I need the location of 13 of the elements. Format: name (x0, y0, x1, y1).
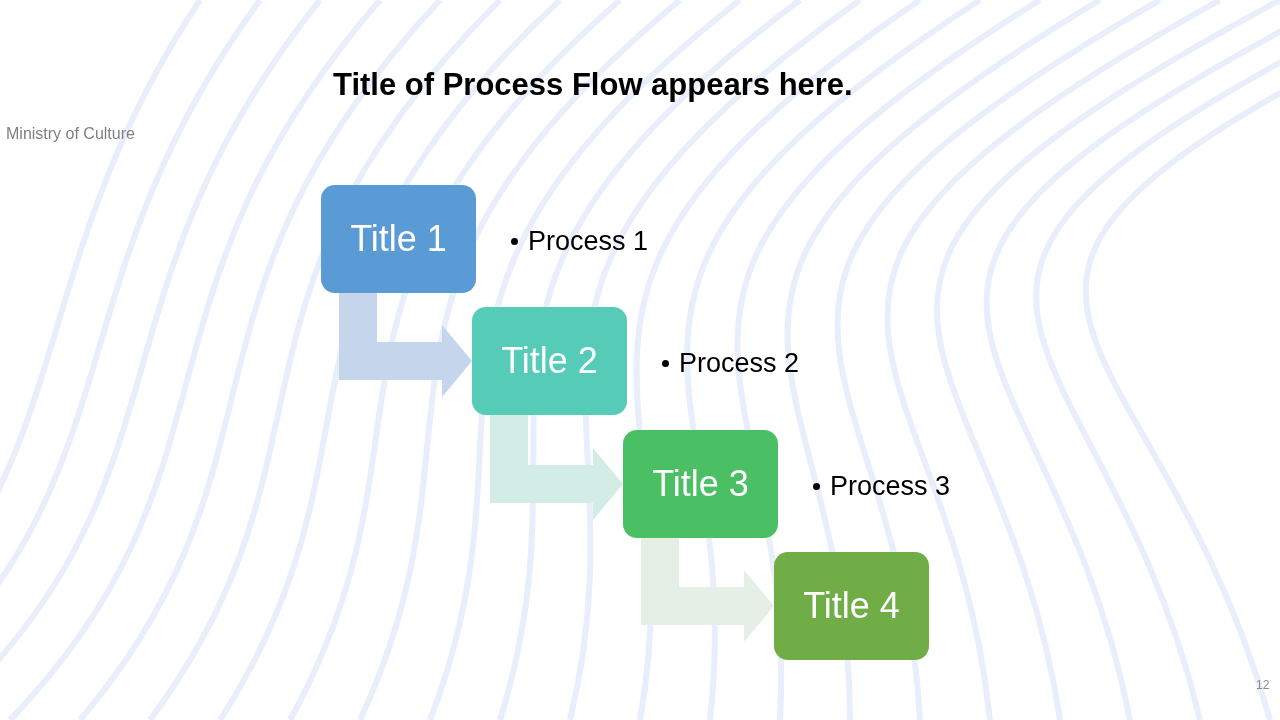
process-text: Process 2 (679, 347, 800, 380)
bent-arrow (641, 538, 774, 642)
slide-title: Title of Process Flow appears here. (333, 66, 853, 104)
ministry-name: Ministry of Culture (6, 124, 135, 144)
title-box: Title 2 (472, 307, 627, 415)
title-box: Title 4 (774, 552, 929, 660)
bent-arrow (339, 293, 472, 397)
bent-arrow (490, 415, 623, 520)
title-box: Title 3 (623, 430, 778, 538)
page-number: 12 (1256, 677, 1270, 694)
process-text: Process 1 (528, 225, 649, 258)
title-box: Title 1 (321, 185, 476, 293)
process-text: Process 3 (830, 470, 951, 503)
